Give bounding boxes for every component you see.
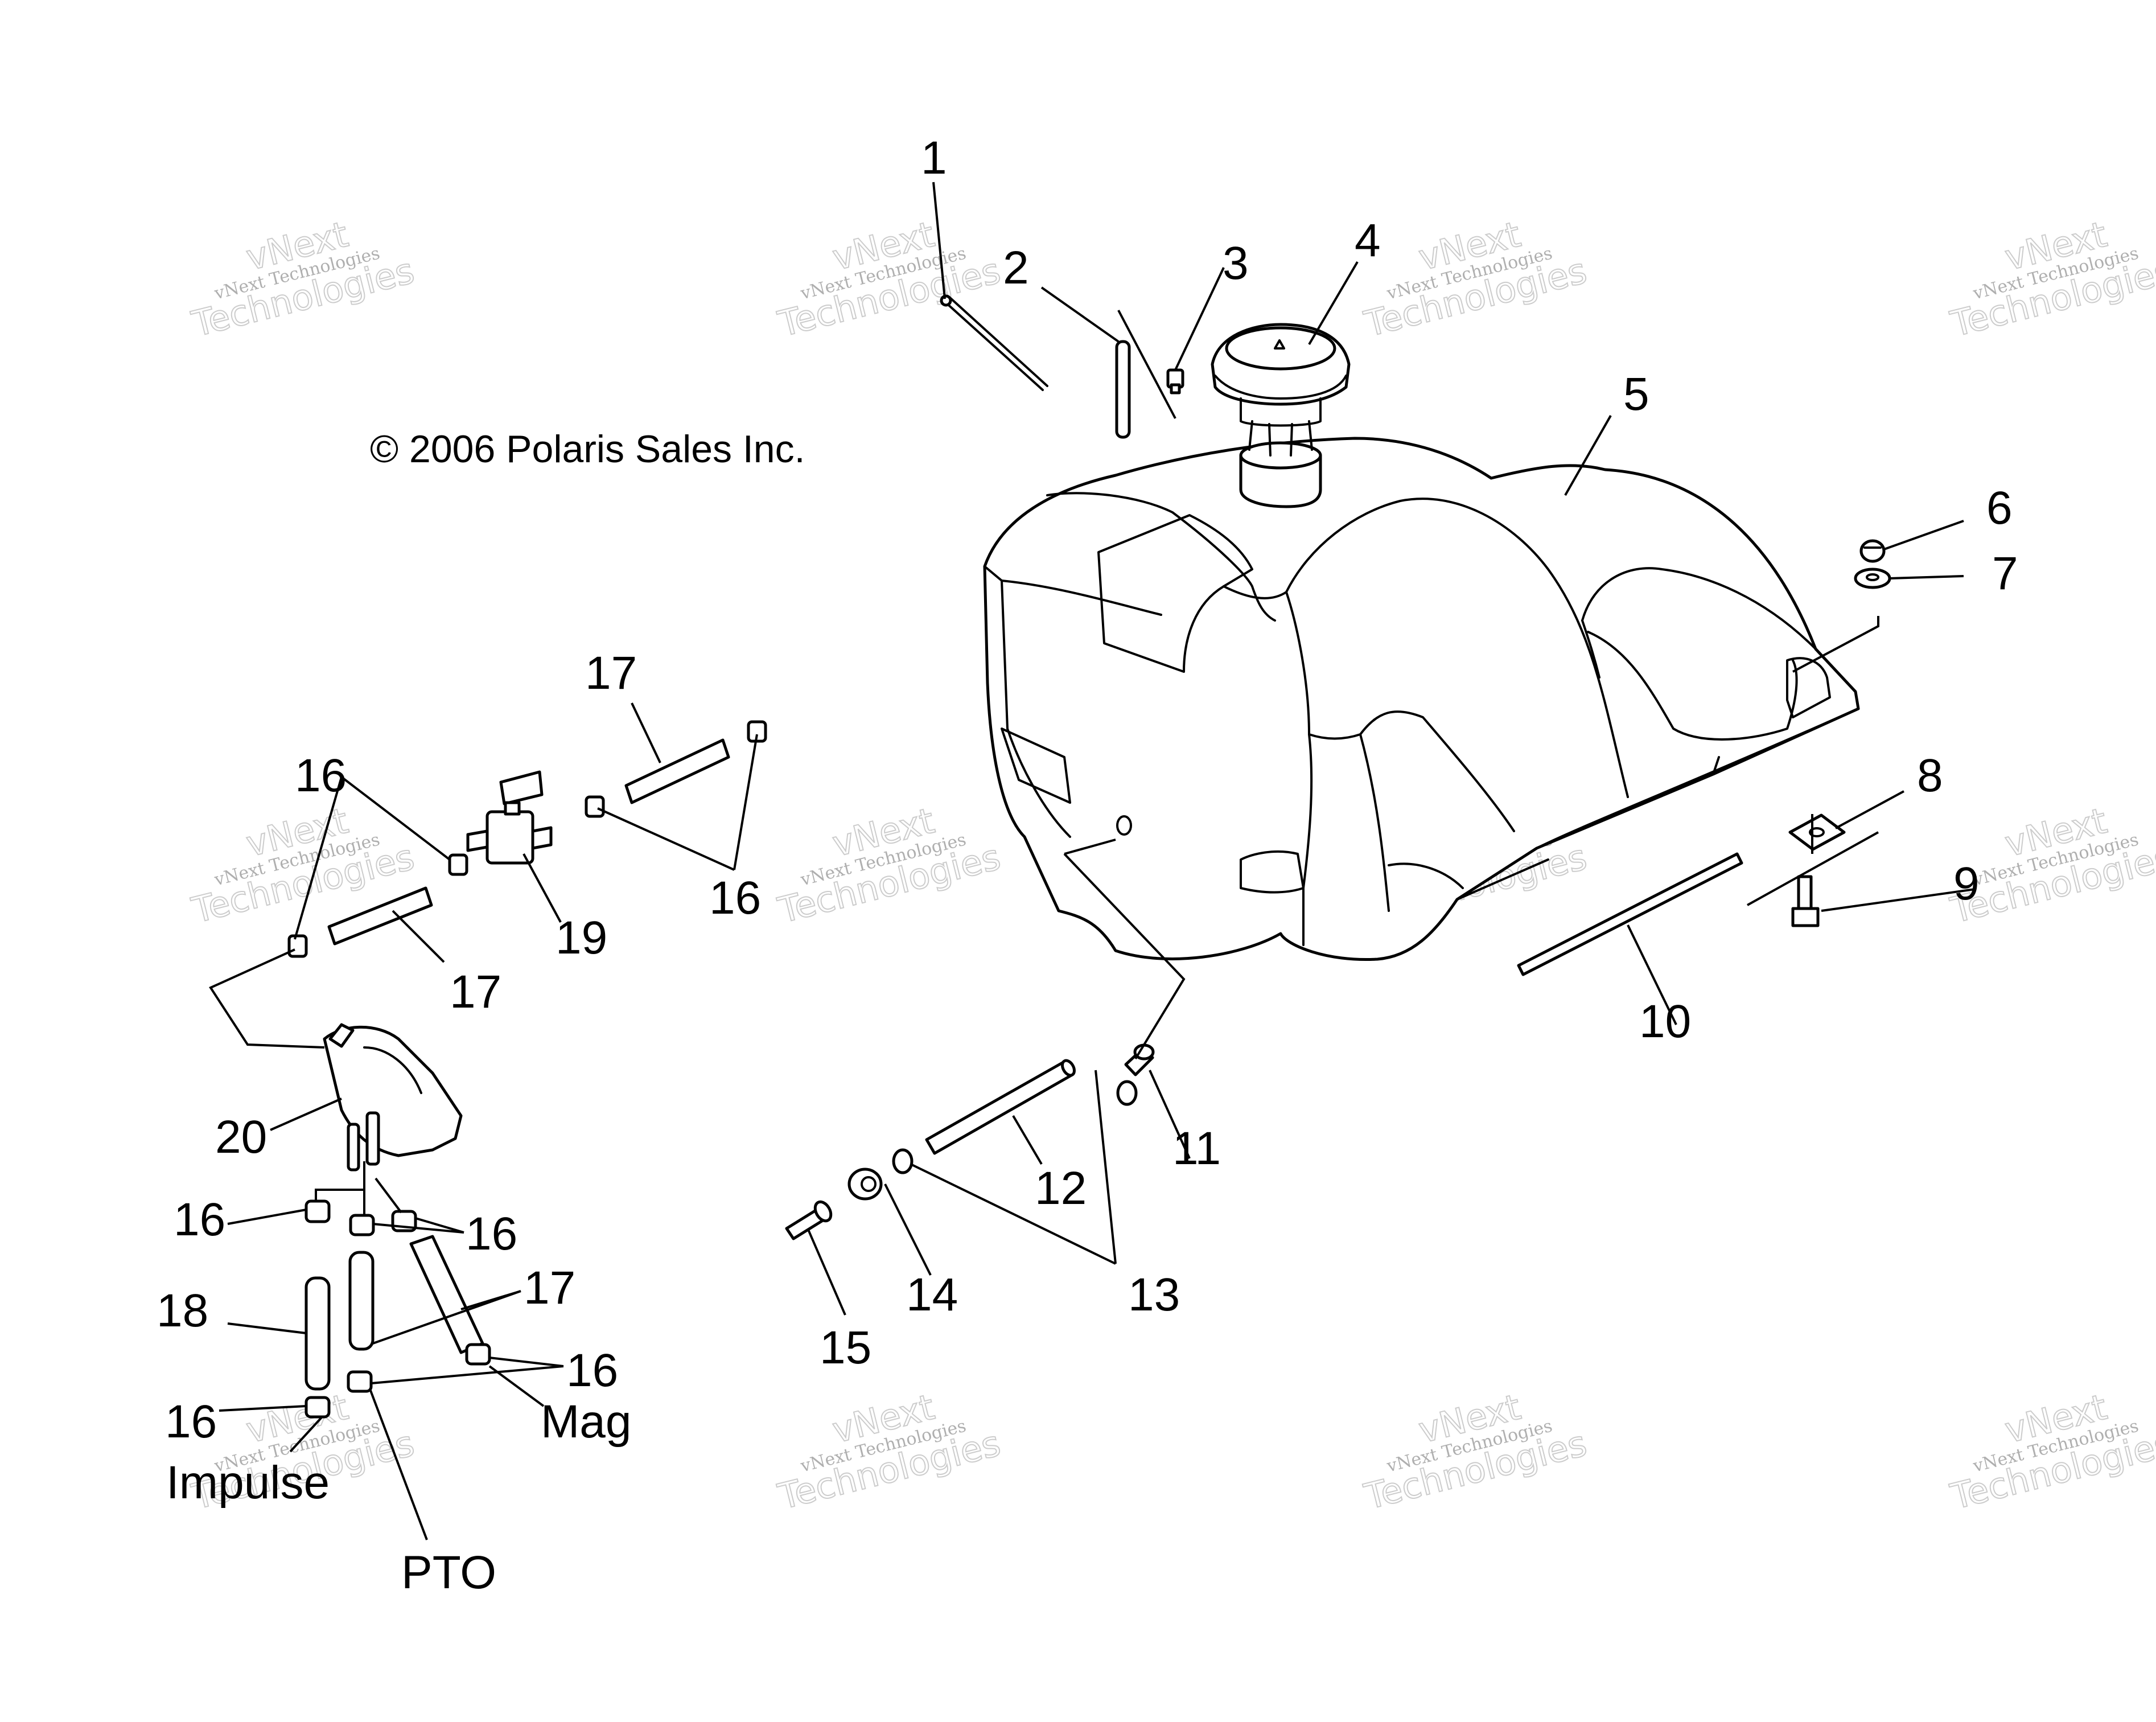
fuel-valve	[466, 770, 553, 865]
callout-13: 13	[1128, 1269, 1180, 1321]
label-pto: PTO	[401, 1547, 496, 1598]
fuel-cap	[1211, 323, 1351, 457]
watermark: vNext vNext Technologies Technologies	[187, 213, 419, 346]
callout-18: 18	[157, 1285, 208, 1337]
mount-plate	[1788, 813, 1846, 851]
mount-bolt	[1791, 875, 1820, 927]
watermark: vNext vNext Technologies Technologies	[1360, 1386, 1591, 1518]
grommet	[847, 1168, 883, 1201]
hose-clamp	[892, 1148, 914, 1174]
vent-fitting	[1166, 368, 1184, 394]
callout-20: 20	[215, 1111, 267, 1163]
label-impulse: Impulse	[166, 1457, 330, 1509]
callout-8: 8	[1917, 750, 1943, 802]
callout-17-upper: 17	[585, 647, 637, 699]
callout-19: 19	[556, 912, 607, 964]
callout-14: 14	[906, 1269, 958, 1321]
hose-clamp-16	[448, 853, 468, 876]
hose-clamp-16	[349, 1214, 375, 1236]
hose-clamp	[1116, 1080, 1138, 1106]
nut	[1859, 539, 1886, 563]
callout-numbers: 1 2 3 4 5 6 7 8 9 10 11 12 13 14 15 17 1…	[157, 132, 2018, 1448]
filler-neck	[1239, 441, 1322, 508]
label-mag: Mag	[541, 1396, 632, 1448]
watermark: vNext vNext Technologies Technologies	[1946, 1386, 2156, 1518]
watermark: vNext vNext Technologies Technologies	[1946, 213, 2156, 346]
watermark: vNext vNext Technologies Technologies	[773, 1386, 1005, 1518]
hose-clamp-16	[347, 1370, 373, 1393]
hose-clamp-16	[305, 1199, 331, 1223]
watermark: vNext vNext Technologies Technologies	[1360, 213, 1591, 346]
callout-16-pump-right: 16	[466, 1208, 517, 1260]
pto-hose	[348, 1251, 375, 1351]
hose-clamp-16	[287, 934, 308, 958]
vent-hose	[1115, 340, 1131, 439]
callout-12: 12	[1035, 1162, 1087, 1214]
hose-clamp-16	[305, 1396, 331, 1419]
leader-lines	[209, 182, 1976, 1540]
callout-5: 5	[1623, 368, 1649, 420]
callout-16-pump-left: 16	[174, 1194, 225, 1246]
fuel-fitting	[1124, 1043, 1155, 1076]
callout-3: 3	[1223, 237, 1249, 289]
callout-10: 10	[1639, 996, 1691, 1047]
tank-strap	[1517, 852, 1743, 976]
callout-2: 2	[1003, 242, 1029, 294]
fuel-hose-17	[624, 738, 730, 804]
vent-line	[940, 294, 1048, 391]
callout-16-upper-left: 16	[295, 750, 347, 802]
callout-4: 4	[1355, 215, 1381, 266]
hose-clamp-16	[585, 795, 605, 818]
callout-16-upper-right: 16	[709, 872, 761, 924]
callout-6: 6	[1986, 482, 2013, 534]
callout-17-mid: 17	[450, 966, 501, 1018]
callout-16-lower-right: 16	[566, 1345, 618, 1396]
watermark: vNext vNext Technologies Technologies	[773, 799, 1005, 932]
copyright-text: © 2006 Polaris Sales Inc.	[370, 428, 805, 471]
callout-7: 7	[1992, 548, 2018, 599]
callout-17-lower: 17	[524, 1262, 575, 1314]
impulse-hose	[305, 1276, 331, 1391]
hose-clamp-16	[465, 1343, 491, 1366]
fuel-hose-17	[327, 886, 433, 946]
callout-11: 11	[1172, 1123, 1221, 1174]
fuel-tank	[983, 437, 1860, 961]
callout-16-lower-left: 16	[165, 1396, 217, 1448]
callout-1: 1	[921, 132, 947, 184]
fuel-hose	[925, 1059, 1076, 1155]
callout-15: 15	[820, 1322, 871, 1374]
fuel-pump	[323, 1023, 463, 1172]
fuel-fitting-15	[785, 1200, 833, 1240]
callout-9: 9	[1953, 858, 1980, 910]
washer	[1854, 568, 1891, 589]
